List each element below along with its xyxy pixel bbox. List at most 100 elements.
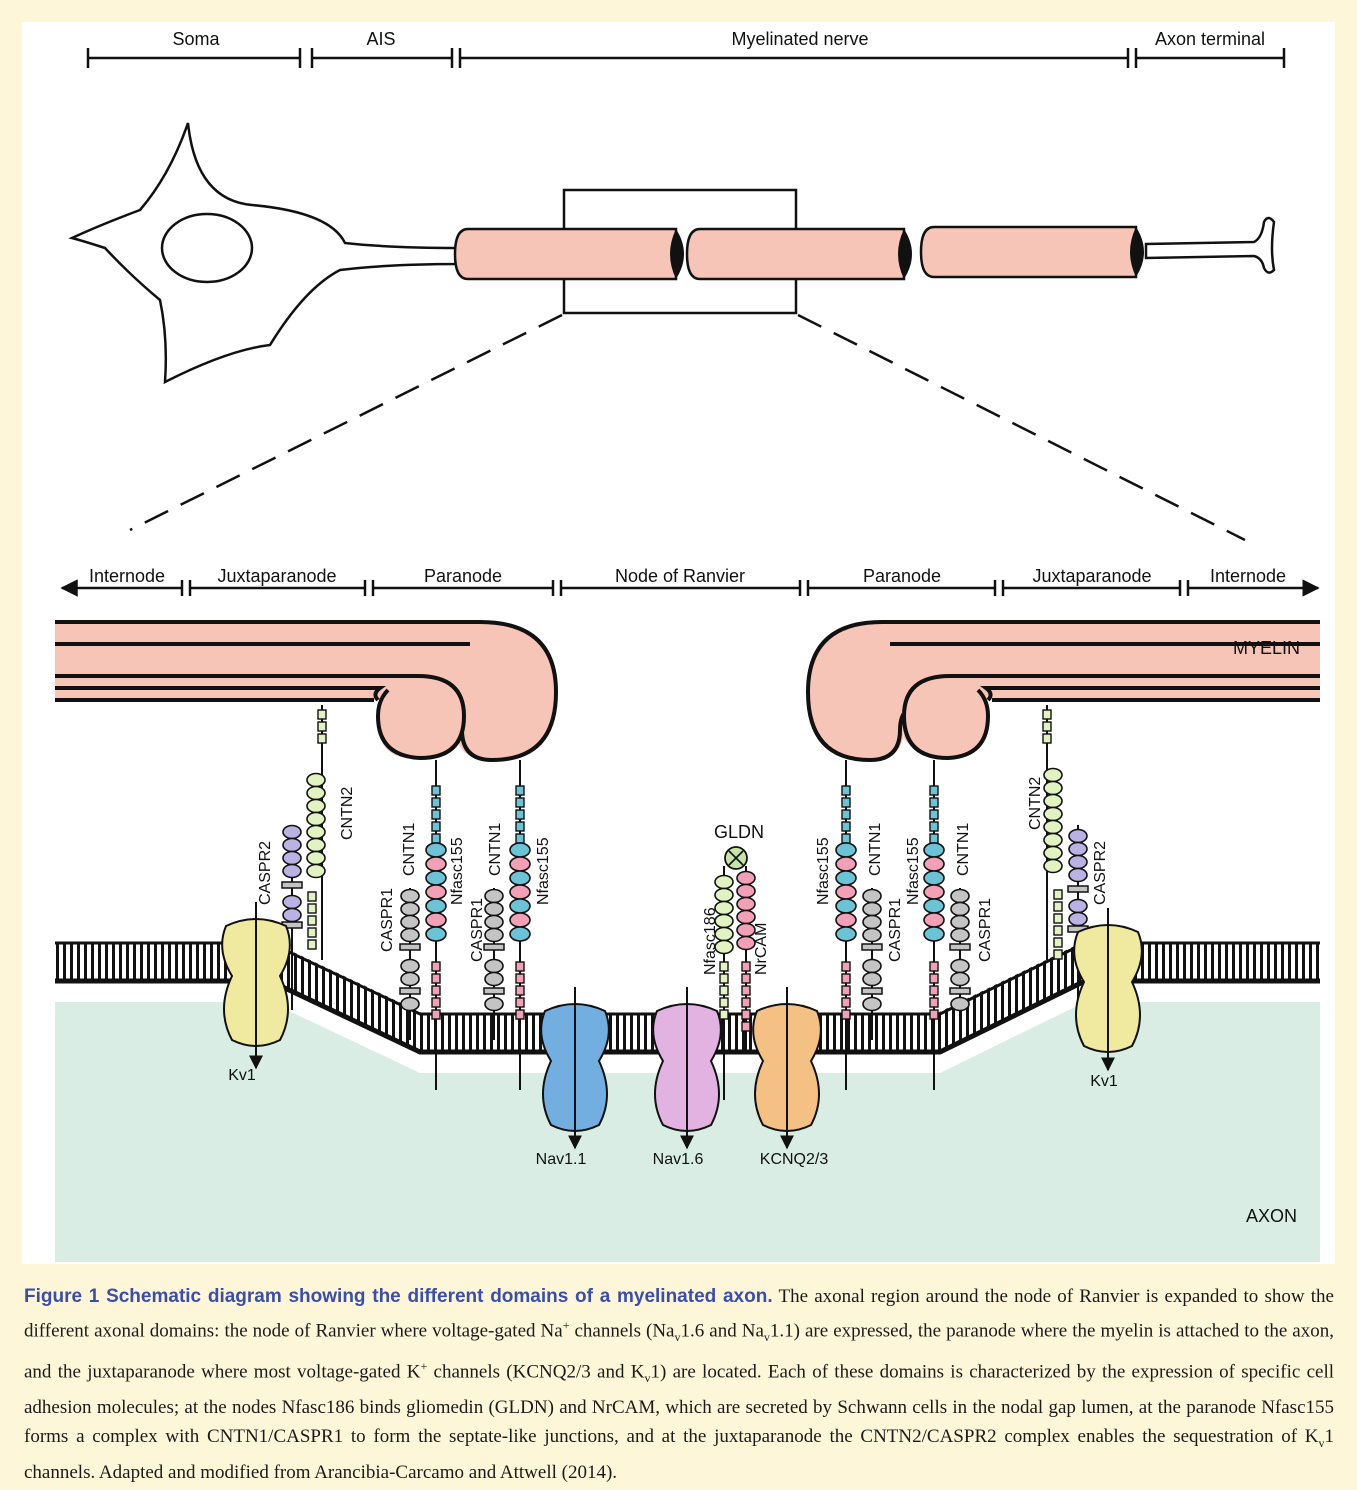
cntn1-right-a-label: CNTN1 xyxy=(867,823,884,876)
nfasc155-cntn1-domain xyxy=(510,843,530,857)
nfasc155-cntn1-domain xyxy=(426,843,446,857)
caspr1-domain xyxy=(401,960,419,973)
nfasc155-cntn1-domain xyxy=(836,885,856,899)
cntn2-domain xyxy=(308,916,316,925)
nfasc155-domain xyxy=(432,998,440,1007)
cntn2-domain xyxy=(308,892,316,901)
nrcam-label: NrCAM xyxy=(753,923,770,975)
caption-sup-1: + xyxy=(563,1318,570,1332)
myelin-label: MYELIN xyxy=(1233,638,1300,658)
caspr1-domain xyxy=(951,960,969,973)
cntn2-domain xyxy=(1044,795,1062,808)
nrcam-domain xyxy=(742,1010,750,1019)
nrcam-domain xyxy=(737,872,755,885)
nfasc155-cntn1-domain xyxy=(924,885,944,899)
caspr1-domain xyxy=(863,998,881,1011)
nfasc155-cntn1-domain xyxy=(510,885,530,899)
cntn2-domain xyxy=(1044,860,1062,873)
cntn2-domain xyxy=(1043,722,1051,731)
caspr1-domain xyxy=(401,890,419,903)
molecule-bar xyxy=(950,944,970,950)
caspr2-domain xyxy=(1069,843,1087,856)
caspr2-domain xyxy=(283,839,301,852)
caption-sup-2: + xyxy=(420,1359,427,1373)
cntn2-domain xyxy=(308,940,316,949)
caspr1-domain xyxy=(951,973,969,986)
nfasc155-domain xyxy=(432,810,440,819)
nfasc155-cntn1-domain xyxy=(426,857,446,871)
nfasc155-right-a-label: Nfasc155 xyxy=(815,837,832,905)
cntn2-domain xyxy=(307,800,325,813)
cntn2-domain xyxy=(1043,710,1051,719)
cntn2-domain xyxy=(307,774,325,787)
cntn2-domain xyxy=(307,852,325,865)
internode-left-label: Internode xyxy=(89,566,165,586)
cntn2-domain xyxy=(307,813,325,826)
nrcam-domain xyxy=(742,1022,750,1031)
nrcam-domain xyxy=(737,898,755,911)
nfasc155-domain xyxy=(842,962,850,971)
caption-title: Figure 1 Schematic diagram showing the d… xyxy=(24,1286,773,1307)
nfasc155-domain xyxy=(516,786,524,795)
axon-terminal-label: Axon terminal xyxy=(1155,29,1265,49)
nfasc155-cntn1-domain xyxy=(510,913,530,927)
cntn2-domain xyxy=(307,839,325,852)
cntn1-left-a-label: CNTN1 xyxy=(401,823,418,876)
caspr1-right-a-label: CASPR1 xyxy=(887,898,904,962)
caspr2-domain xyxy=(283,852,301,865)
cntn2-domain xyxy=(1054,902,1062,911)
nfasc155-domain xyxy=(516,986,524,995)
nfasc155-cntn1-domain xyxy=(426,913,446,927)
caspr1-domain xyxy=(485,960,503,973)
caspr1-left-a-label: CASPR1 xyxy=(379,888,396,952)
nfasc155-domain xyxy=(842,998,850,1007)
nfasc155-domain xyxy=(432,974,440,983)
nucleus xyxy=(162,214,252,282)
myelin-segments xyxy=(455,227,1144,279)
cntn2-domain xyxy=(318,734,326,743)
nfasc155-domain xyxy=(516,962,524,971)
caspr2-domain xyxy=(1069,830,1087,843)
caspr1-domain xyxy=(863,890,881,903)
nfasc155-domain xyxy=(516,998,524,1007)
nfasc155-left-b-label: Nfasc155 xyxy=(535,837,552,905)
caspr1-domain xyxy=(951,929,969,942)
cntn2-domain xyxy=(308,928,316,937)
molecule-bar xyxy=(1068,886,1088,892)
nfasc155-domain xyxy=(432,986,440,995)
molecule-bar xyxy=(862,988,882,994)
caspr1-left-b-label: CASPR1 xyxy=(469,898,486,962)
cntn2-domain xyxy=(1044,821,1062,834)
nfasc155-cntn1-domain xyxy=(426,871,446,885)
nfasc155-cntn1-domain xyxy=(836,843,856,857)
caspr1-domain xyxy=(401,916,419,929)
cntn2-domain xyxy=(1054,890,1062,899)
molecule-bar xyxy=(950,988,970,994)
caspr1-domain xyxy=(485,890,503,903)
zoom-lines xyxy=(130,315,1245,540)
paranode-left-label: Paranode xyxy=(424,566,502,586)
caption-text-2: channels (Na xyxy=(575,1320,675,1341)
nfasc155-cntn1-domain xyxy=(836,871,856,885)
cntn2-domain xyxy=(1043,734,1051,743)
caspr1-right-b-label: CASPR1 xyxy=(977,898,994,962)
nfasc155-cntn1-domain xyxy=(426,927,446,941)
nfasc155-domain xyxy=(930,786,938,795)
nav16-label: Nav1.6 xyxy=(653,1151,704,1168)
nfasc155-domain xyxy=(432,798,440,807)
caspr2-domain xyxy=(1069,856,1087,869)
nfasc155-cntn1-domain xyxy=(510,857,530,871)
nfasc155-domain xyxy=(432,1010,440,1019)
caspr1-domain xyxy=(863,916,881,929)
caspr1-domain xyxy=(951,903,969,916)
caspr1-domain xyxy=(485,929,503,942)
myelin-right: MYELIN xyxy=(808,622,1320,760)
neuron-soma xyxy=(72,123,458,382)
nfasc155-cntn1-domain xyxy=(924,857,944,871)
figure-panel: Soma AIS Myelinated nerve Axon terminal xyxy=(22,22,1335,1264)
caspr2-domain xyxy=(1069,913,1087,926)
gldn-label: GLDN xyxy=(714,822,764,842)
ais-label: AIS xyxy=(366,29,395,49)
cntn2-domain xyxy=(1044,834,1062,847)
nfasc186-domain xyxy=(715,876,733,889)
